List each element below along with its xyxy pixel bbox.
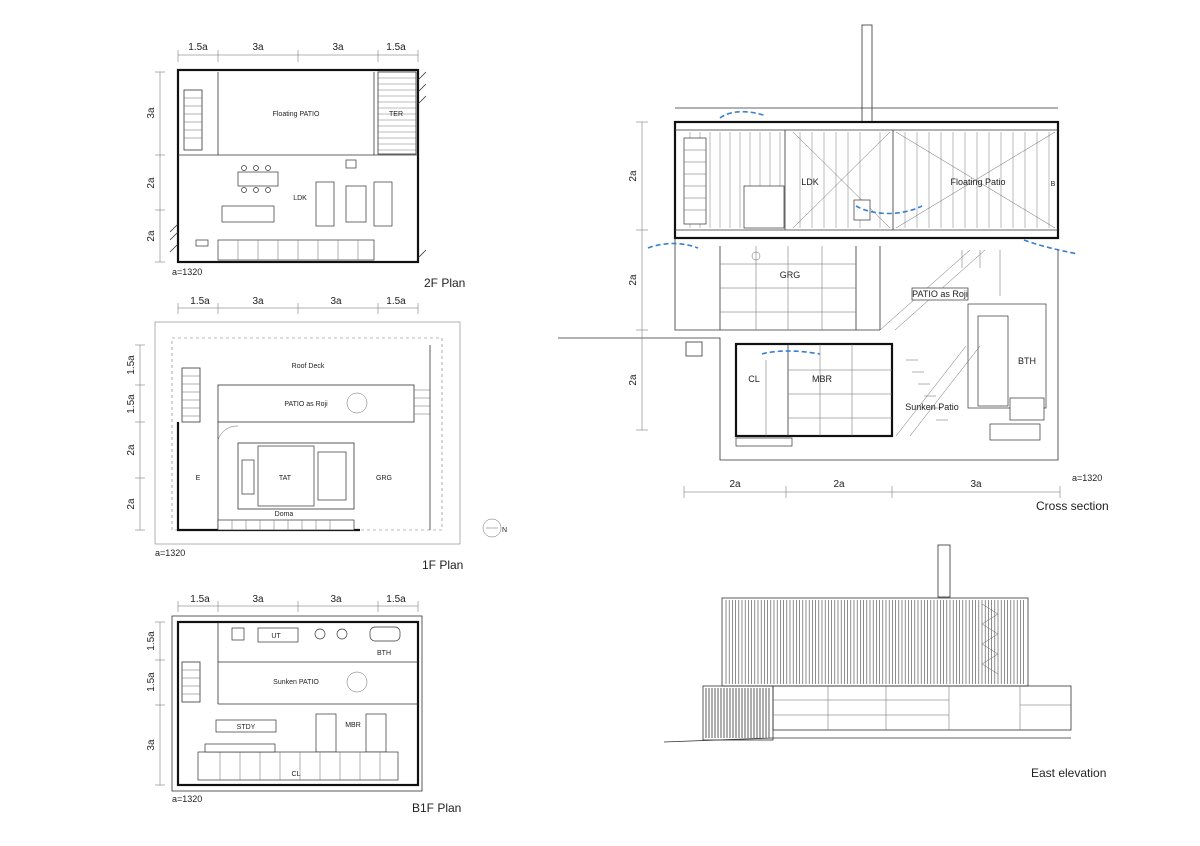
section-label-ldk: LDK (801, 177, 819, 187)
plan-1f-patio-box (217, 384, 415, 423)
plan-2f-dim-left-2: 2a (146, 177, 157, 189)
plan-1f-label-e: E (196, 475, 201, 482)
plan-b1f-fixtures (197, 626, 401, 781)
plan-b1f-dim-left-2: 1.5a (146, 672, 157, 692)
plan-1f-site (154, 321, 461, 545)
plan-b1f-label-mbr: MBR (345, 722, 361, 729)
plan-b1f-outer (171, 615, 423, 792)
section-label-grg: GRG (780, 270, 801, 280)
plan-b1f-dims-top: 1.5a 3a 3a 1.5a (177, 594, 419, 612)
plan-2f-dim-top-4: 1.5a (386, 42, 406, 53)
north-arrow-icon: N (482, 518, 507, 538)
section-basement (734, 342, 894, 438)
plan-b1f-label-cl: CL (292, 771, 301, 778)
section-dim-left-3: 2a (628, 374, 639, 386)
elevation-caption: East elevation (1031, 766, 1106, 780)
section-caption: Cross section (1036, 499, 1109, 513)
plan-1f-dim-left-1: 1.5a (126, 355, 137, 375)
plan-b1f-dim-top-3: 3a (330, 594, 342, 605)
plan-2f-label-ter: TER (389, 111, 403, 118)
elevation-garage-door (705, 688, 770, 738)
plan-2f-dim-top-1: 1.5a (188, 42, 208, 53)
plan-2f-dim-left-1: 3a (146, 107, 157, 119)
section-label-patio: Floating Patio (950, 177, 1005, 187)
plan-1f-dim-top-1: 1.5a (190, 296, 210, 307)
plan-b1f-dim-top-2: 3a (252, 594, 264, 605)
section-scale: a=1320 (1072, 473, 1102, 483)
east-elevation: East elevation (663, 544, 1106, 780)
section-dim-left-2: 2a (628, 274, 639, 286)
plan-1f-label-doma: Doma (275, 511, 294, 518)
section-upper-floor (673, 120, 1060, 240)
plan-b1f-dim-left-1: 1.5a (146, 631, 157, 651)
section-dims-bottom: 2a 2a 3a (683, 479, 1061, 498)
section-label-sunken: Sunken Patio (905, 402, 959, 412)
plan-2f-caption: 2F Plan (424, 276, 465, 290)
plan-1f-dims-left: 1.5a 1.5a 2a 2a (126, 344, 145, 531)
plan-b1f-stair (181, 661, 201, 703)
plan-2f-label-ldk: LDK (293, 195, 307, 202)
elevation-slats (725, 600, 1024, 684)
section-label-bth: BTH (1018, 356, 1036, 366)
plan-2f-dims-left: 3a 2a 2a (146, 71, 165, 263)
plan-1f-furniture (217, 392, 368, 531)
plan-2f-stair (183, 89, 203, 151)
north-label: N (502, 527, 507, 534)
plan-2f-dim-left-3: 2a (146, 230, 157, 242)
plan-1f-stair (181, 367, 430, 423)
plan-1f: 1.5a 3a 3a 1.5a 1.5a 1.5a 2a 2a (126, 296, 507, 572)
plan-1f-dim-left-3: 2a (126, 444, 137, 456)
plan-1f-dims-top: 1.5a 3a 3a 1.5a (177, 296, 419, 314)
plan-b1f-label-patio: Sunken PATIO (273, 679, 319, 686)
section-label-mbr: MBR (812, 374, 833, 384)
section-dim-left-1: 2a (628, 170, 639, 182)
plan-1f-dim-left-4: 2a (126, 498, 137, 510)
plan-1f-label-tat: TAT (279, 475, 292, 482)
plan-2f-dims-top: 1.5a 3a 3a 1.5a (177, 42, 419, 62)
plan-1f-scale: a=1320 (155, 548, 185, 558)
plan-1f-label-roof-deck: Roof Deck (292, 363, 325, 370)
plan-b1f-dim-left-3: 3a (146, 739, 157, 751)
air-flow-arrows (647, 110, 1079, 355)
plan-2f-dim-top-3: 3a (332, 42, 344, 53)
plan-2f-label-patio: Floating PATIO (273, 111, 320, 118)
plan-2f-outer-wall (176, 68, 420, 264)
plan-2f-furniture (195, 159, 393, 261)
plan-b1f-dim-top-1: 1.5a (190, 594, 210, 605)
plan-b1f: 1.5a 3a 3a 1.5a 1.5a 1.5a 3a (146, 594, 461, 815)
plan-1f-dim-top-2: 3a (252, 296, 264, 307)
plan-b1f-scale: a=1320 (172, 794, 202, 804)
plan-b1f-dims-left: 1.5a 1.5a 3a (146, 621, 165, 786)
section-dim-bottom-3: 3a (970, 479, 982, 490)
plan-1f-dim-left-2: 1.5a (126, 394, 137, 414)
plan-2f-dim-top-2: 3a (252, 42, 264, 53)
plan-1f-dim-top-3: 3a (330, 296, 342, 307)
plan-b1f-label-stdy: STDY (237, 724, 256, 731)
section-label-b: B (1051, 181, 1056, 188)
plan-1f-caption: 1F Plan (422, 558, 463, 572)
plan-2f-scale: a=1320 (172, 267, 202, 277)
section-dim-bottom-1: 2a (729, 479, 741, 490)
plan-b1f-caption: B1F Plan (412, 801, 461, 815)
plan-1f-label-grg: GRG (376, 475, 392, 482)
plan-2f: 1.5a 3a 3a 1.5a 3a 2a 2a (146, 42, 465, 290)
plan-b1f-label-bth: BTH (377, 650, 391, 657)
cross-section: 2a 2a 2a 2a 2a 3a LDK Floating Patio B G… (558, 24, 1109, 513)
plan-1f-dim-top-4: 1.5a (386, 296, 406, 307)
section-label-roji: PATIO as Roji (912, 289, 968, 299)
section-dim-bottom-2: 2a (833, 479, 845, 490)
plan-1f-label-patio: PATIO as Roji (284, 401, 328, 408)
section-label-cl: CL (748, 374, 760, 384)
plan-b1f-label-ut: UT (271, 633, 281, 640)
plan-2f-terrace (377, 71, 417, 155)
section-dims-left: 2a 2a 2a (628, 121, 648, 431)
plan-b1f-dim-top-4: 1.5a (386, 594, 406, 605)
